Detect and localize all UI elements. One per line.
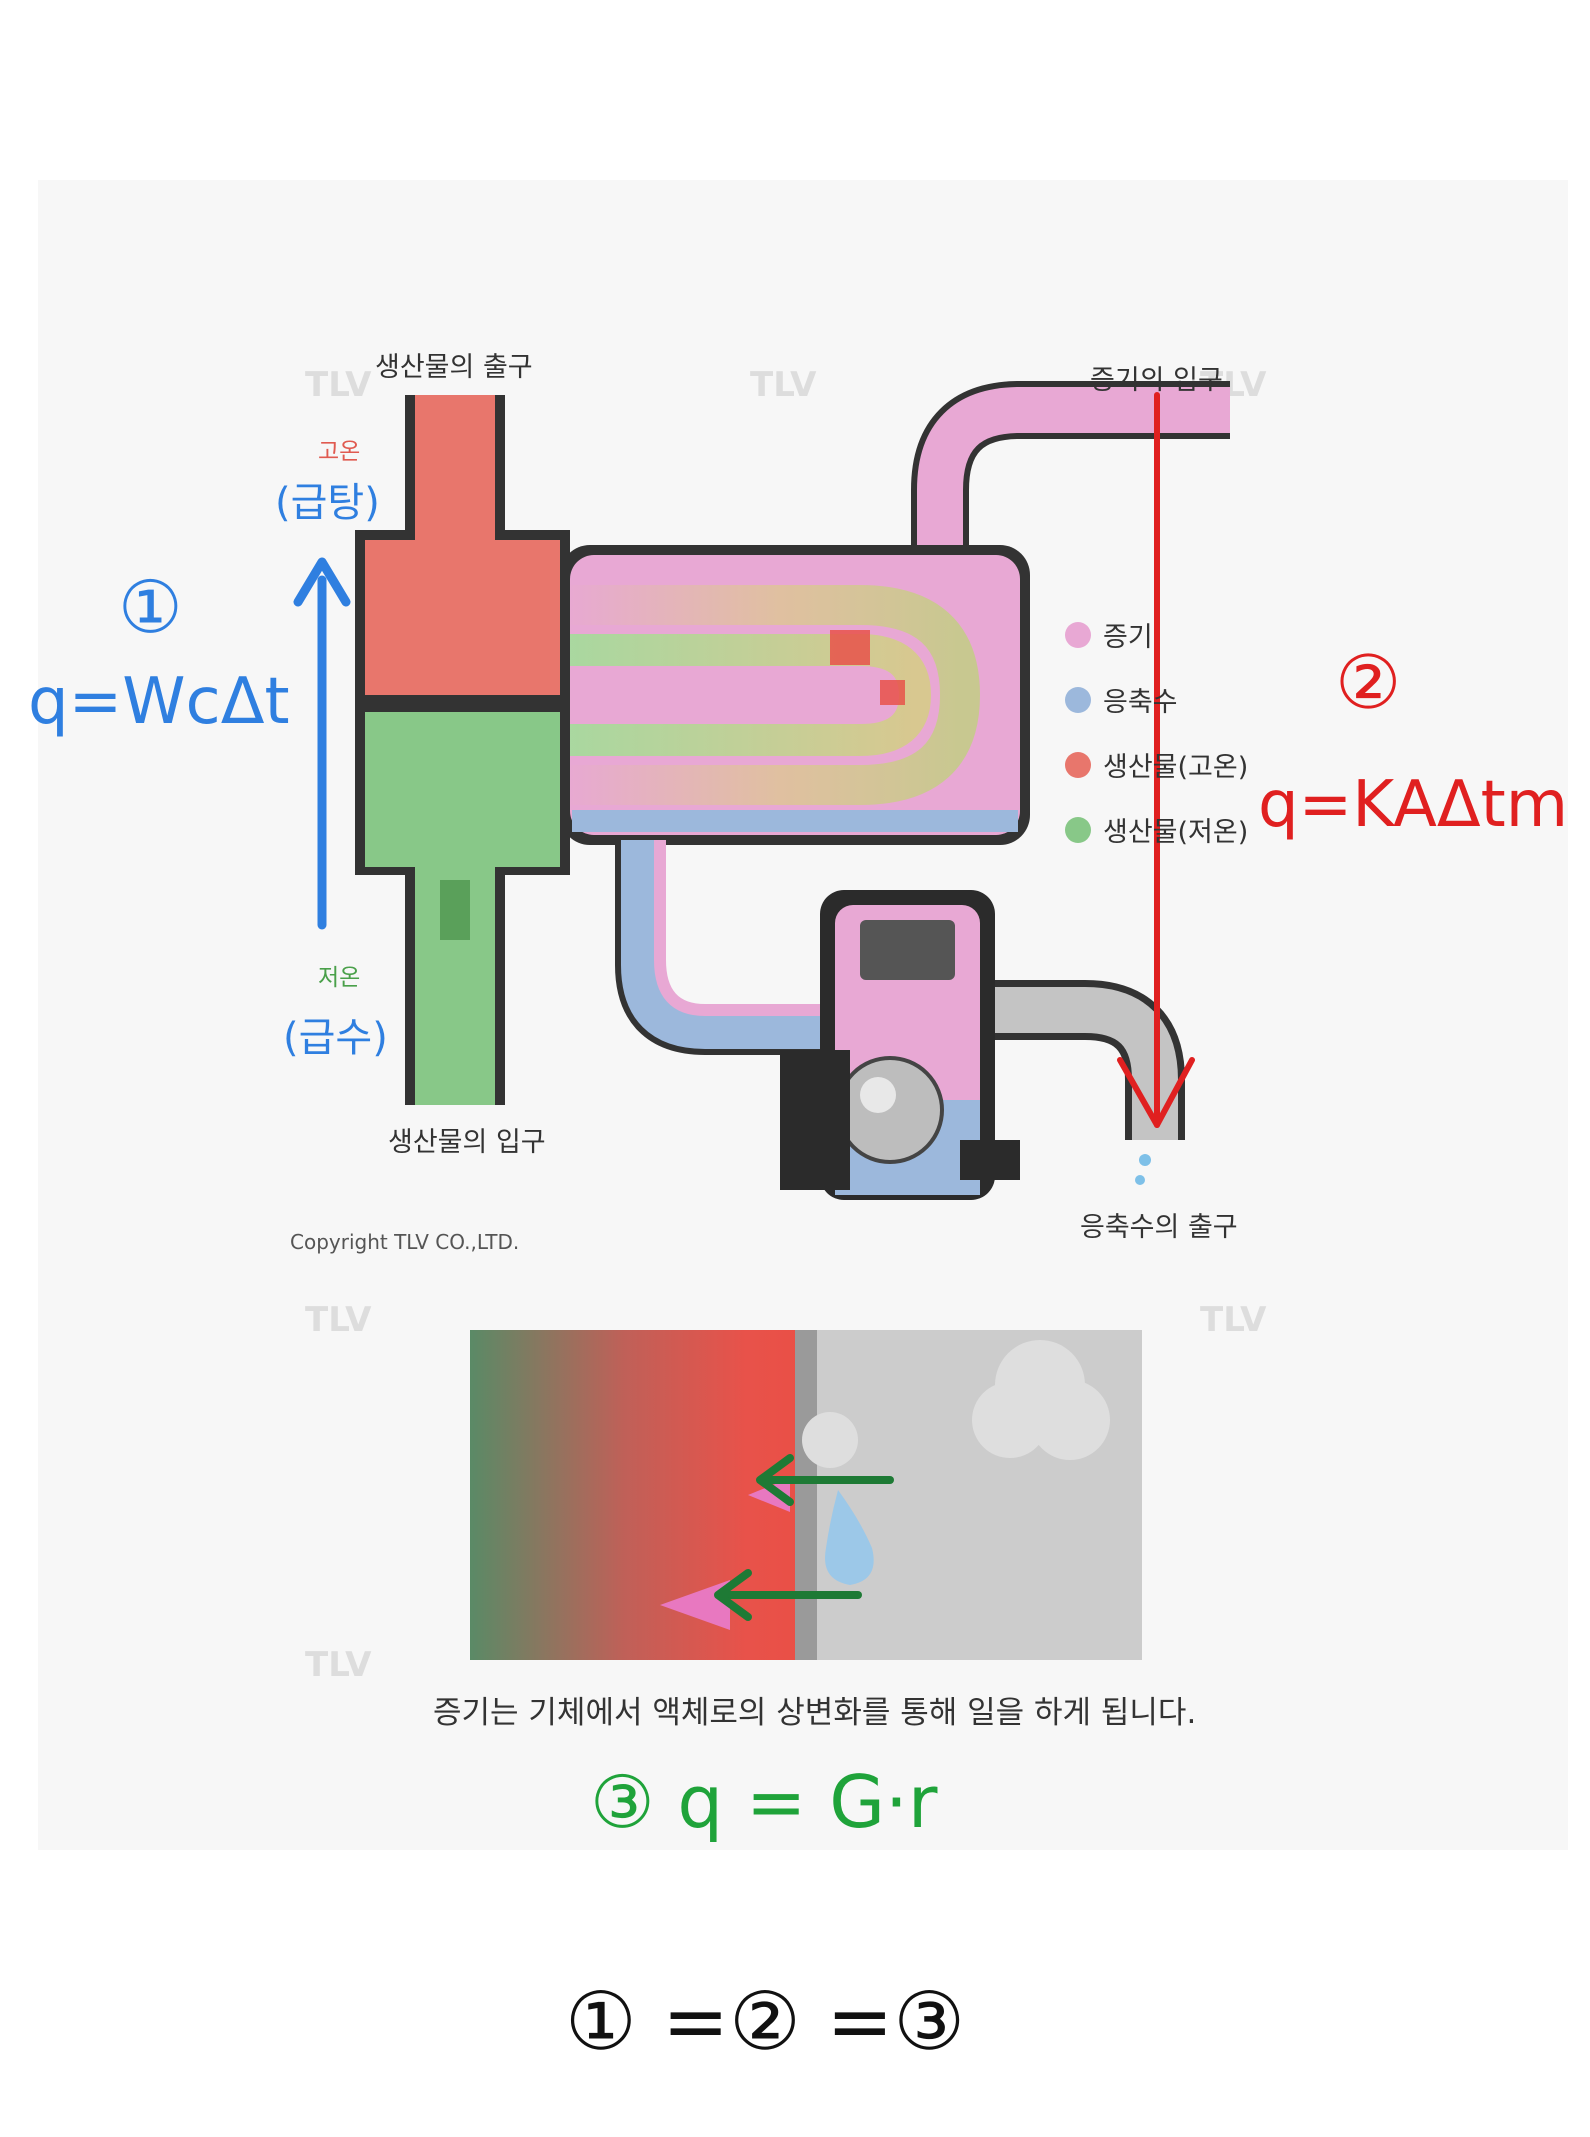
diagram-caption: 증기는 기체에서 액체로의 상변화를 통해 일을 하게 됩니다. <box>433 1695 1197 1731</box>
product-inlet-label: 생산물의 입구 <box>388 1127 546 1158</box>
phase-change-panel <box>470 1330 1142 1660</box>
condensate-pipe <box>615 840 840 1055</box>
legend-item-condensate: 응축수 <box>1065 680 1178 719</box>
annotation-one-hot: (급탕) <box>275 480 380 526</box>
annotation-one-cold: (급수) <box>283 1015 388 1061</box>
annotation-two-mark: ② <box>1335 640 1402 726</box>
annotation-blue-arrow <box>293 557 351 930</box>
legend-item-steam: 증기 <box>1065 615 1153 654</box>
legend-swatch <box>1065 751 1091 778</box>
legend-label: 응축수 <box>1103 687 1178 718</box>
high-temp-label: 고온 <box>318 439 361 465</box>
low-temp-label: 저온 <box>318 965 361 991</box>
legend-item-product-cold: 생산물(저온) <box>1065 810 1248 849</box>
annotation-one-mark: ① <box>118 565 183 649</box>
legend-swatch <box>1065 686 1091 713</box>
annotation-red-arrow <box>1117 392 1195 1128</box>
condensate-outlet-label: 응축수의 출구 <box>1080 1212 1238 1243</box>
copyright-text: Copyright TLV CO.,LTD. <box>290 1230 520 1254</box>
watermark: TLV <box>1200 1300 1267 1340</box>
legend-swatch <box>1065 816 1091 843</box>
legend-swatch <box>1065 621 1091 648</box>
annotation-green-arrows <box>714 1454 894 1621</box>
legend-label: 생산물(저온) <box>1103 817 1249 848</box>
watermark: TLV <box>305 365 372 405</box>
legend-label: 생산물(고온) <box>1103 752 1249 783</box>
product-outlet-pipe <box>405 395 505 540</box>
steam-trap <box>780 890 1020 1200</box>
steam-inlet-pipe <box>911 381 1230 560</box>
legend-label: 증기 <box>1103 622 1153 653</box>
watermark: TLV <box>305 1300 372 1340</box>
legend-item-product-hot: 생산물(고온) <box>1065 745 1248 784</box>
steam-inlet-label: 증기의 입구 <box>1090 365 1223 396</box>
tube-header <box>355 530 570 875</box>
annotation-two-formula: q=KAΔtm <box>1258 768 1569 842</box>
watermark: TLV <box>750 365 817 405</box>
annotation-one-formula: q=WcΔt <box>28 665 290 739</box>
u-tubes <box>560 585 981 805</box>
product-inlet-pipe <box>405 865 505 1105</box>
annotation-equality: ① =② =③ <box>565 1975 966 2068</box>
annotation-three-formula: ③ q = G·r <box>590 1760 938 1844</box>
watermark: TLV <box>305 1645 372 1685</box>
product-outlet-label: 생산물의 출구 <box>375 352 533 383</box>
